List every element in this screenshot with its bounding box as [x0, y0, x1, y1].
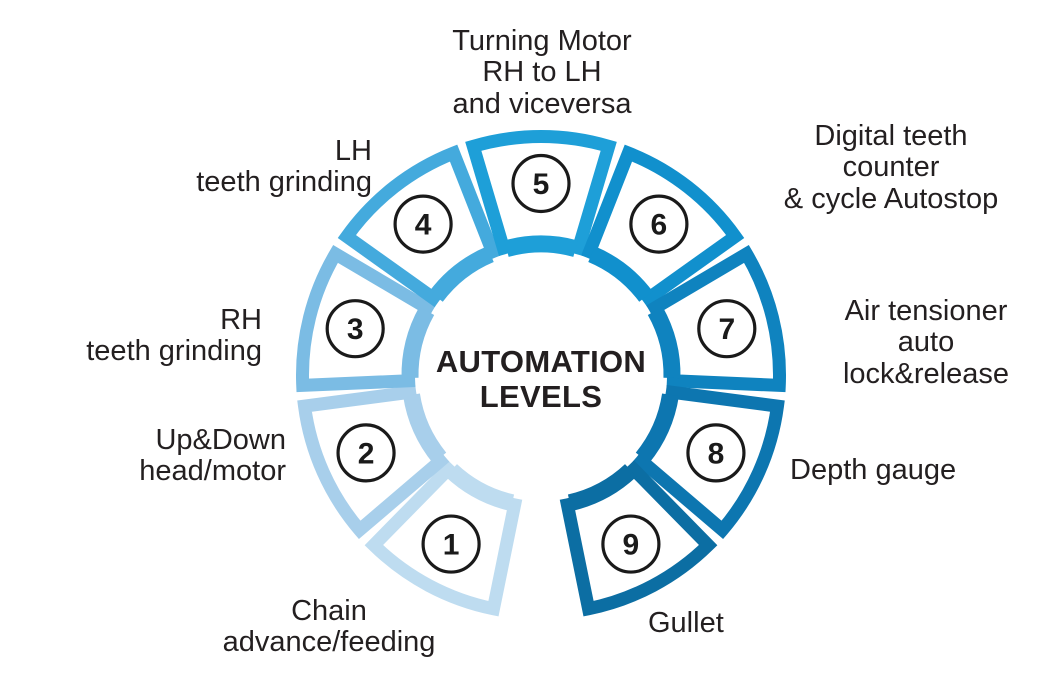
badge-number-8: 8: [708, 437, 725, 470]
wheel-segment-accent-7: [647, 306, 681, 379]
segment-badge-5[interactable]: 5: [511, 153, 571, 214]
segment-badge-7[interactable]: 7: [697, 299, 757, 359]
segments-layer: [296, 130, 786, 617]
segment-label-6: Digital teeth counter & cycle Autostop: [783, 120, 999, 215]
badge-number-5: 5: [533, 168, 550, 201]
segment-label-8: Depth gauge: [790, 454, 957, 486]
badge-number-7: 7: [718, 313, 735, 346]
badge-outline-1: [421, 514, 481, 574]
segment-badge-8[interactable]: 8: [686, 423, 746, 483]
badge-outline-6: [629, 194, 689, 254]
wheel-segment-accent-6: [588, 246, 653, 302]
segment-label-1: Chain advance/feeding: [222, 595, 436, 659]
badge-number-9: 9: [623, 529, 640, 562]
badge-number-1: 1: [443, 529, 460, 562]
badge-outline-2: [336, 423, 396, 483]
segment-badge-3[interactable]: 3: [325, 299, 385, 359]
segment-label-7: Air tensioner auto lock&release: [842, 295, 1010, 390]
segment-label-9: Gullet: [648, 607, 724, 639]
badge-number-2: 2: [358, 437, 375, 470]
wheel-segment-accent-4: [429, 246, 494, 302]
segment-label-5: Turning Motor RH to LH and viceversa: [452, 25, 632, 120]
badge-number-6: 6: [651, 209, 668, 242]
badge-outline-3: [325, 299, 385, 359]
wheel-segment-accent-5: [504, 235, 578, 257]
segment-badge-4[interactable]: 4: [393, 194, 453, 254]
wheel-segment-accent-9: [567, 464, 637, 512]
badge-outline-9: [601, 514, 661, 574]
badge-outline-7: [697, 299, 757, 359]
badge-outline-8: [686, 423, 746, 483]
segment-label-3: RH teeth grinding: [86, 304, 262, 368]
badge-outline-4: [393, 194, 453, 254]
wheel-segment-accent-3: [401, 306, 435, 379]
wheel-segment-accent-1: [445, 464, 515, 512]
segment-badge-6[interactable]: 6: [629, 194, 689, 254]
segment-badge-9[interactable]: 9: [601, 514, 661, 574]
badges-layer: 1 2 3 4 5 6 7 8 9: [325, 153, 757, 574]
badge-number-3: 3: [347, 313, 364, 346]
wheel-segment-accent-2: [403, 393, 447, 464]
segment-label-2: Up&Down head/motor: [139, 424, 286, 488]
segment-label-4: LH teeth grinding: [196, 135, 372, 199]
segment-badge-2[interactable]: 2: [336, 423, 396, 483]
wheel-segment-accent-8: [635, 393, 679, 464]
badge-number-4: 4: [415, 209, 432, 242]
badge-outline-5: [511, 153, 571, 214]
center-title: AUTOMATION LEVELS: [435, 344, 647, 414]
segment-badge-1[interactable]: 1: [421, 514, 481, 574]
